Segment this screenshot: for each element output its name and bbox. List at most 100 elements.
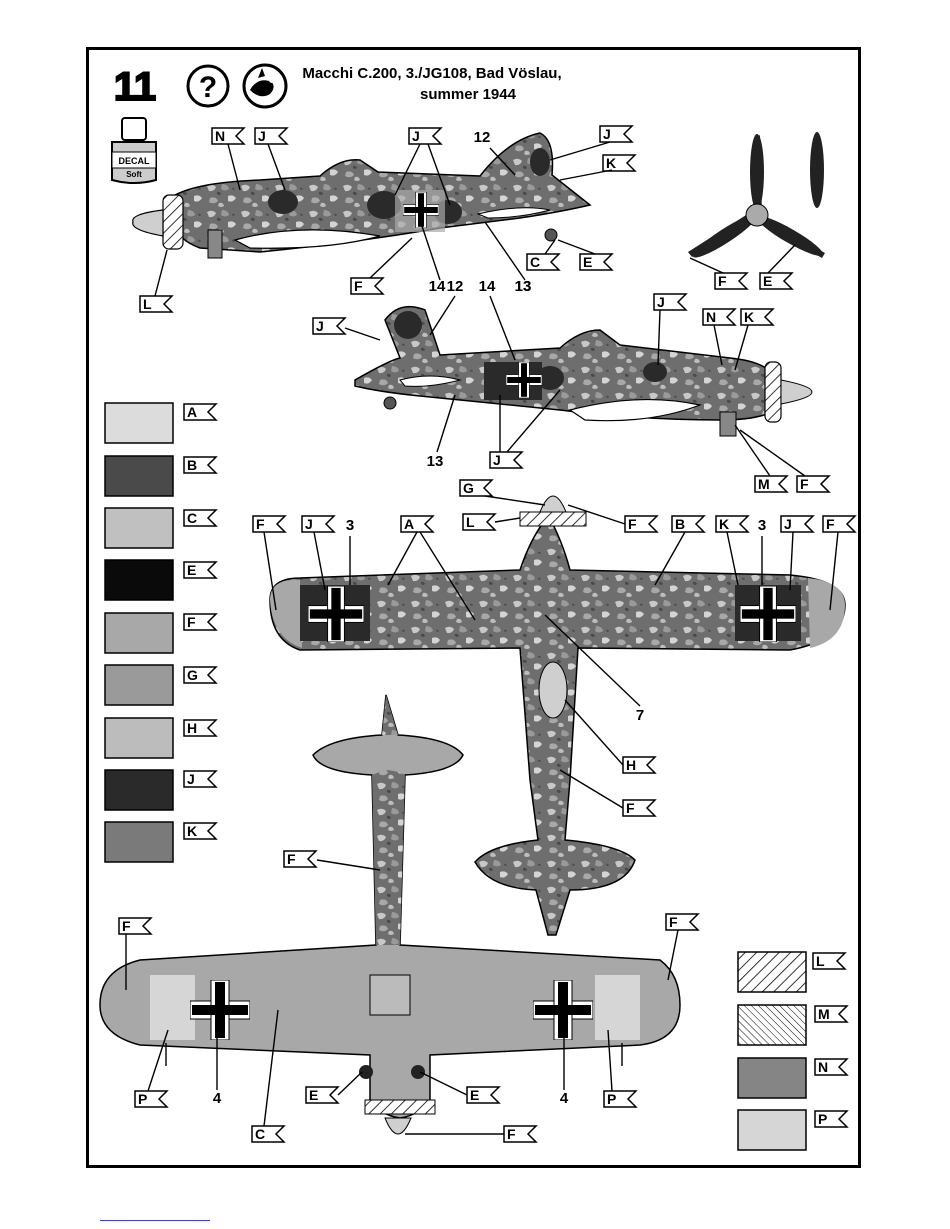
legend-item-F — [105, 613, 173, 653]
bottom-view — [100, 695, 680, 1134]
question-mark-icon: ? — [188, 66, 228, 106]
legend-item-J — [105, 770, 173, 810]
leader-line — [430, 296, 455, 335]
decal-bottle-sublabel: Soft — [126, 170, 142, 179]
side1-callout-12: 12 — [474, 129, 491, 146]
top-callout-F: F — [823, 516, 855, 532]
side-view-port — [133, 133, 590, 258]
svg-text:J: J — [603, 126, 611, 142]
top-callout-G: G — [460, 480, 492, 496]
soft-decal-stamp-icon — [244, 65, 286, 107]
svg-text:E: E — [763, 273, 772, 289]
svg-text:F: F — [287, 851, 296, 867]
legend-item-H — [105, 718, 173, 758]
top-callout-F: F — [253, 516, 285, 532]
footer-rule — [100, 1220, 210, 1221]
svg-text:M: M — [758, 476, 770, 492]
legend-item-E — [105, 560, 173, 600]
leader-line — [668, 930, 678, 980]
legend-label-B: B — [184, 457, 216, 473]
svg-text:K: K — [744, 309, 754, 325]
side2-callout-14: 14 — [479, 278, 496, 295]
svg-text:F: F — [826, 516, 835, 532]
decal-soft-bottle-icon: DECAL Soft — [112, 118, 156, 183]
legend-label-K: K — [184, 823, 216, 839]
bottom-callout-C: C — [252, 1126, 284, 1142]
legend-label-M: M — [815, 1006, 847, 1022]
bottom-callout-F: F — [504, 1126, 536, 1142]
bottom-callout-P: P — [135, 1091, 167, 1107]
legend-swatch-N — [738, 1058, 806, 1098]
svg-text:G: G — [187, 667, 198, 683]
leader-line — [317, 860, 380, 870]
svg-text:N: N — [215, 128, 225, 144]
leader-line — [558, 240, 595, 254]
svg-text:F: F — [626, 800, 635, 816]
legend-item-C — [105, 508, 173, 548]
top-callout-F: F — [623, 800, 655, 816]
prop-callout-F: F — [715, 273, 747, 289]
top-callout-F: F — [625, 516, 657, 532]
bottom-callout-F: F — [284, 851, 316, 867]
top-view — [270, 496, 845, 935]
legend-label-E: E — [184, 562, 216, 578]
side1-callout-J: J — [600, 126, 632, 142]
svg-text:K: K — [187, 823, 197, 839]
leader-line — [740, 430, 805, 476]
propeller-view — [688, 132, 826, 263]
bottom-callout-F: F — [119, 918, 151, 934]
side1-callout-L: L — [140, 296, 172, 312]
leader-line — [735, 425, 770, 476]
svg-text:B: B — [187, 457, 197, 473]
svg-text:F: F — [354, 278, 363, 294]
top-callout-H: H — [623, 757, 655, 773]
svg-text:C: C — [187, 510, 197, 526]
svg-text:K: K — [606, 155, 616, 171]
svg-text:J: J — [187, 771, 195, 787]
leader-line — [345, 328, 380, 340]
side2-callout-13: 13 — [427, 453, 444, 470]
top-callout-7: 7 — [636, 707, 644, 724]
leader-line — [485, 222, 525, 280]
side2-callout-K: K — [741, 309, 773, 325]
bottom-callout-P: P — [604, 1091, 636, 1107]
svg-text:N: N — [706, 309, 716, 325]
side1-callout-J: J — [409, 128, 441, 144]
legend-label-N: N — [815, 1059, 847, 1075]
leader-line — [550, 142, 610, 160]
svg-text:L: L — [466, 514, 475, 530]
leader-line — [437, 395, 455, 452]
svg-text:J: J — [305, 516, 313, 532]
top-callout-J: J — [781, 516, 813, 532]
legend-label-P: P — [815, 1111, 847, 1127]
svg-text:H: H — [626, 757, 636, 773]
top-callout-A: A — [401, 516, 433, 532]
leader-line — [560, 170, 612, 180]
svg-text:P: P — [607, 1091, 616, 1107]
legend-label-J: J — [184, 771, 216, 787]
bottom-callout-E: E — [467, 1087, 499, 1103]
leader-line — [485, 496, 545, 505]
bottom-callout-4: 4 — [213, 1090, 222, 1107]
svg-text:P: P — [138, 1091, 147, 1107]
svg-text:B: B — [675, 516, 685, 532]
svg-text:F: F — [256, 516, 265, 532]
side1-callout-F: F — [351, 278, 383, 294]
side1-callout-E: E — [580, 254, 612, 270]
svg-text:E: E — [187, 562, 196, 578]
side-view-starboard — [355, 307, 812, 436]
side2-callout-M: M — [755, 476, 787, 492]
svg-text:J: J — [493, 452, 501, 468]
legend-swatch-M — [738, 1005, 806, 1045]
side2-callout-F: F — [797, 476, 829, 492]
svg-text:J: J — [316, 318, 324, 334]
decal-bottle-label: DECAL — [119, 156, 151, 166]
svg-text:F: F — [187, 614, 196, 630]
legend-swatch-P — [738, 1110, 806, 1150]
svg-text:G: G — [463, 480, 474, 496]
svg-text:F: F — [628, 516, 637, 532]
leader-line — [490, 296, 515, 360]
bottom-callout-4: 4 — [560, 1090, 569, 1107]
svg-text:E: E — [583, 254, 592, 270]
leader-line — [155, 250, 167, 296]
